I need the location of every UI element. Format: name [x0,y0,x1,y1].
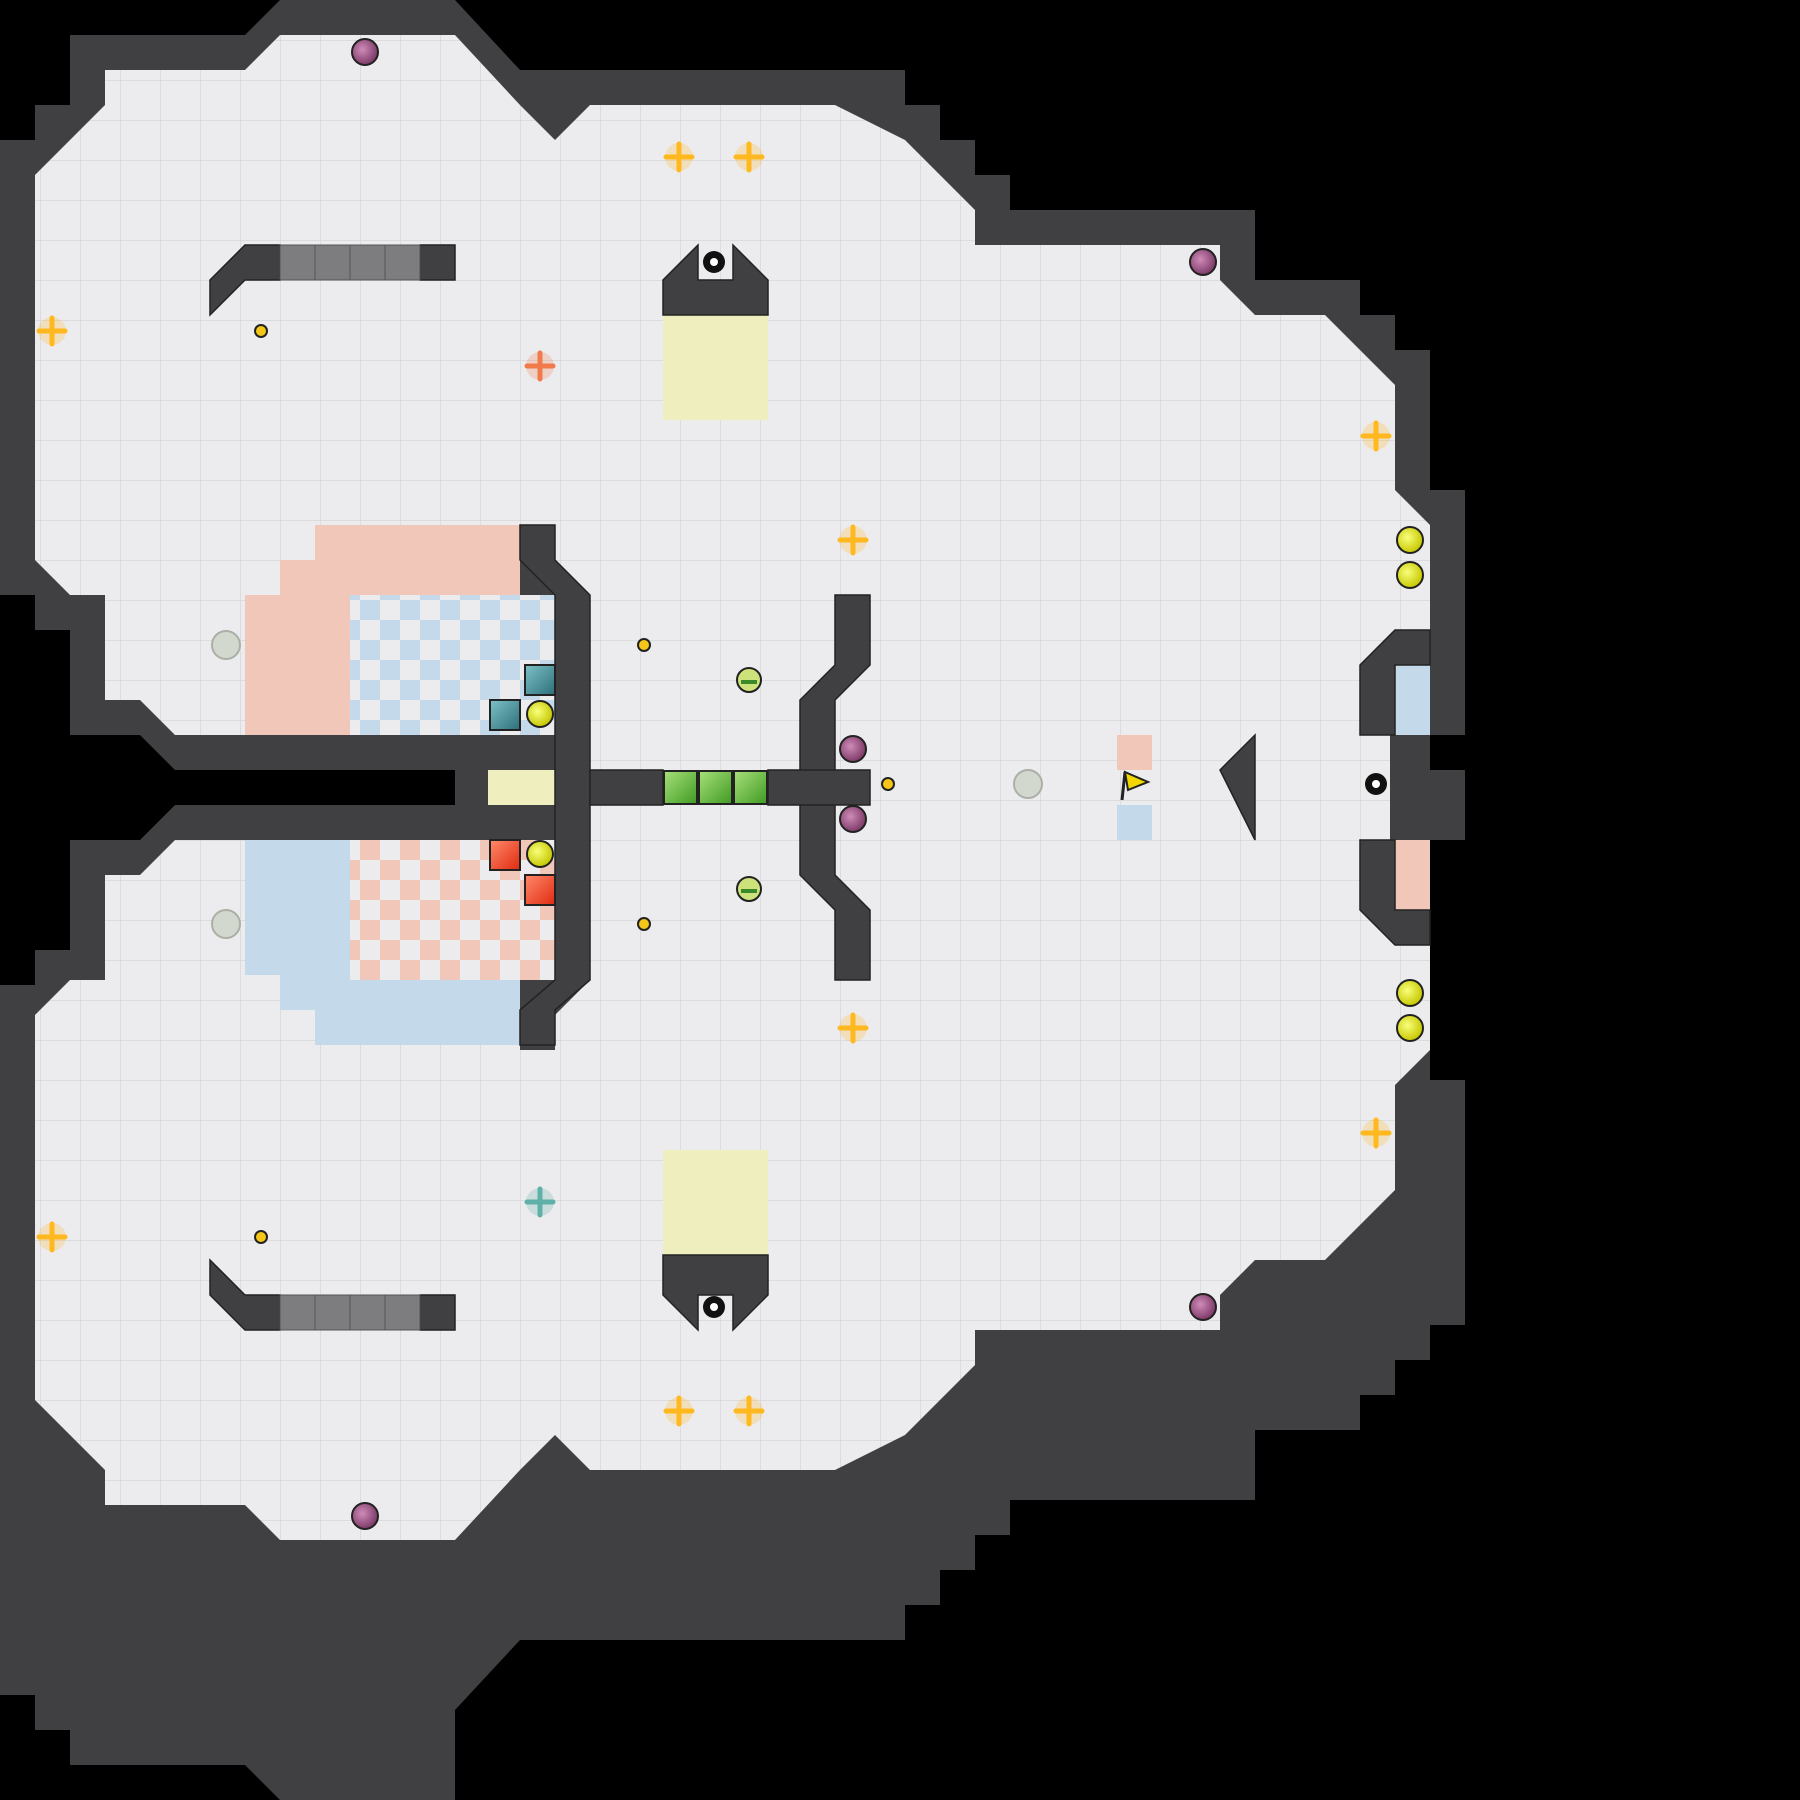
grate-bot-3 [384,1294,421,1331]
blue-zone-bottom [245,840,520,1045]
bomb-icon [351,38,379,66]
wall-mid-right [767,769,871,806]
gate-icon [736,876,762,902]
special-tiles [279,244,768,1331]
button-icon [254,324,268,338]
boost-icon [663,1395,695,1427]
boost-icon [1360,420,1392,452]
button-icon [637,638,651,652]
wall-right-upper [1359,629,1431,736]
grate-bot-1 [314,1294,351,1331]
blue-gate-right [1395,665,1430,735]
red-gate-right [1395,840,1430,910]
red-flag-tile-1 [489,839,521,871]
yellow-flag [1120,770,1151,801]
wall-right-lower [1359,839,1431,946]
button-icon [637,917,651,931]
grate-top-3 [384,244,421,281]
boost-icon [663,141,695,173]
boost-icon [36,1221,68,1253]
floor-right [870,595,1390,995]
neutral-zone-bottom [663,1150,768,1255]
bomb-icon [1189,1293,1217,1321]
spike-icon [703,251,725,273]
grate-top-1 [314,244,351,281]
wall-bot-spike-box [662,1254,769,1332]
bomb-icon [839,735,867,763]
button-icon [881,777,895,791]
speed-pad-1 [698,770,733,805]
powerup-icon [526,700,554,728]
neutral-gate [488,770,558,805]
powerup-icon [526,840,554,868]
grate-top-2 [349,244,386,281]
boost-icon [524,1186,556,1218]
map-items [36,38,1424,1530]
powerup-icon [1396,561,1424,589]
boost-icon [36,315,68,347]
wall-top-spike-box [662,243,769,316]
gate-icon [736,667,762,693]
blue-tile-flag [1117,805,1152,840]
boost-icon [837,524,869,556]
spike-icon [1365,773,1387,795]
speed-pad-2 [733,770,768,805]
neutral-zone-top [663,315,768,420]
inner-walls [209,243,1431,1332]
boost-icon [733,1395,765,1427]
boost-icon [733,141,765,173]
wall-bot-left-end [419,1294,456,1331]
powerup-icon [1396,1014,1424,1042]
portal-icon [211,909,241,939]
boost-icon [1360,1117,1392,1149]
bomb-icon [351,1502,379,1530]
bomb-icon [1189,248,1217,276]
speed-pad-0 [663,770,698,805]
wall-top-left-end [419,244,456,281]
wall-right-triangle [1219,733,1256,841]
blue-flag-tile-1 [524,664,556,696]
boost-icon [524,350,556,382]
wall-center-left [519,524,591,1046]
red-checker-bottom [350,840,560,980]
blue-flag-tile-2 [489,699,521,731]
portal-icon [211,630,241,660]
powerup-icon [1396,979,1424,1007]
bomb-icon [839,805,867,833]
powerup-icon [1396,526,1424,554]
red-flag-tile-2 [524,874,556,906]
boost-icon [837,1012,869,1044]
grate-bot-2 [349,1294,386,1331]
team-zones [245,315,1430,1255]
spike-icon [703,1296,725,1318]
grate-top-0 [279,244,316,281]
button-icon [254,1230,268,1244]
portal-icon [1013,769,1043,799]
grate-bot-0 [279,1294,316,1331]
red-tile-flag [1117,735,1152,770]
wall-mid-left [589,769,664,806]
